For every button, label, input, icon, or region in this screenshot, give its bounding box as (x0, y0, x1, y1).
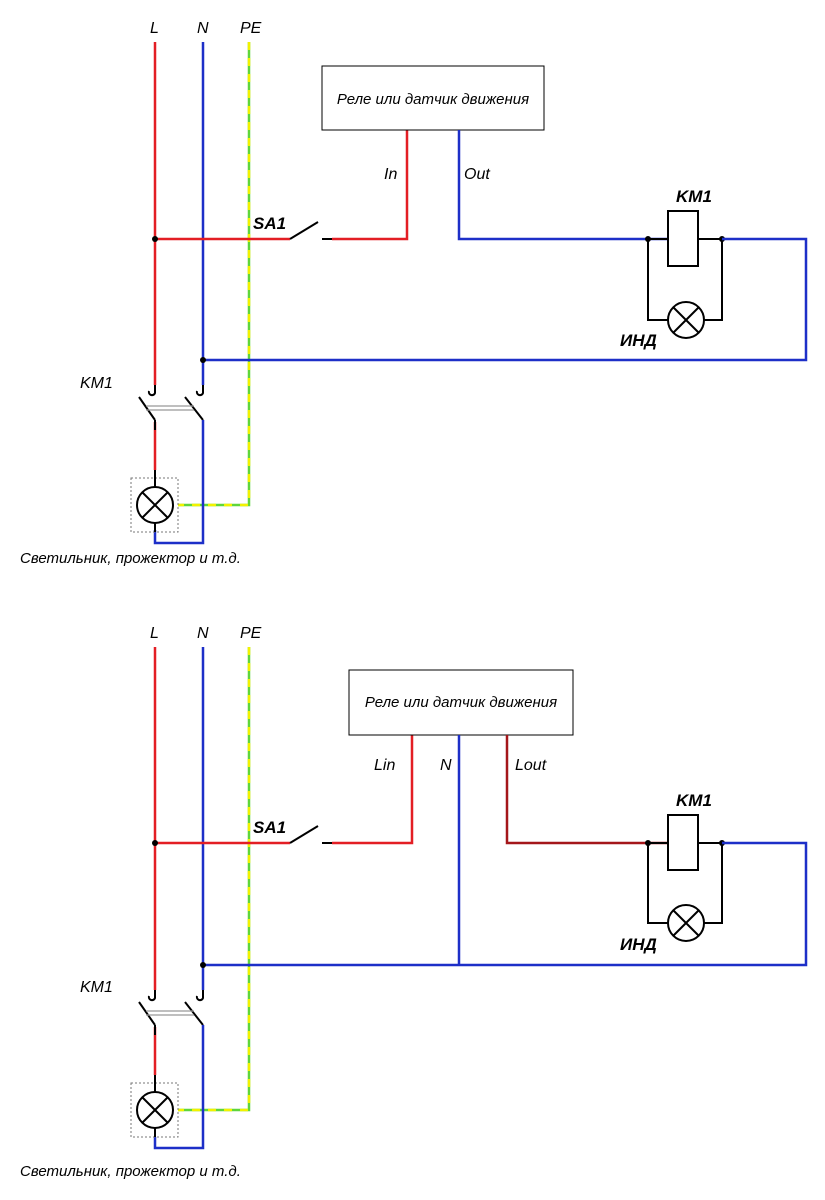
bus-label-pe: PE (240, 20, 262, 37)
relay-lout-label: Lout (515, 757, 547, 774)
contact-blade-l (138, 396, 156, 421)
contact-hook-l (147, 990, 156, 1002)
contactor-label: KM1 (80, 979, 113, 996)
mechanical-link (146, 405, 194, 411)
indicator-label: ИНД (620, 935, 657, 954)
output-wire (505, 735, 668, 845)
lamp-load-cross (141, 491, 169, 519)
load-caption: Светильник, прожектор и т.д. (20, 550, 241, 567)
junction-dot (200, 357, 206, 363)
load-caption: Светильник, прожектор и т.д. (20, 1163, 241, 1180)
contact-blade-n (184, 396, 204, 421)
contact-hook-l (147, 385, 156, 397)
lamp-load-cross (141, 1096, 169, 1124)
bus-label-l: L (150, 20, 159, 37)
coil-label: KM1 (676, 791, 712, 810)
neutral-wire (203, 237, 808, 362)
coil-km1 (667, 210, 699, 267)
bus-label-l: L (150, 625, 159, 642)
neutral-wire (203, 841, 808, 967)
junction-dot (645, 840, 651, 846)
junction-dot (645, 236, 651, 242)
switch-sa1 (289, 825, 319, 844)
relay-out-label: Out (464, 166, 490, 183)
relay-box (321, 65, 545, 131)
contact-blade-n (184, 1001, 204, 1026)
diagram-relay-in-out: L N PE SA1 Реле или датчик движения In O… (20, 20, 808, 567)
indicator-label: ИНД (620, 331, 657, 350)
switch-label: SA1 (253, 818, 286, 837)
bus-label-pe: PE (240, 625, 262, 642)
indicator-lamp-cross (672, 909, 700, 937)
pe-wire-stripe (178, 42, 251, 507)
bus-label-n: N (197, 625, 209, 642)
relay-box-label: Реле или датчик движения (365, 694, 557, 711)
phase-wire (332, 735, 414, 845)
mechanical-link (146, 1010, 194, 1016)
pe-wire-stripe (178, 647, 251, 1112)
contact-blade-l (138, 1001, 156, 1026)
relay-lin-label: Lin (374, 757, 395, 774)
relay-box-label: Реле или датчик движения (337, 91, 529, 108)
coil-label: KM1 (676, 187, 712, 206)
contactor-label: KM1 (80, 375, 113, 392)
indicator-lamp-cross (672, 306, 700, 334)
coil-km1 (667, 814, 699, 871)
neutral-wire (153, 420, 205, 545)
indicator-branch (647, 239, 723, 321)
contact-hook-n (195, 385, 204, 397)
junction-dot (152, 840, 158, 846)
junction-dot (200, 962, 206, 968)
pe-wire (178, 42, 251, 507)
relay-in-label: In (384, 166, 397, 183)
switch-sa1 (289, 221, 319, 240)
neutral-wire (153, 1025, 205, 1150)
relay-box (348, 669, 574, 736)
pe-wire (178, 647, 251, 1112)
indicator-branch (647, 843, 723, 924)
bus-label-n: N (197, 20, 209, 37)
contact-hook-n (195, 990, 204, 1002)
phase-wire (332, 130, 409, 241)
relay-n-label: N (440, 757, 452, 774)
output-wire (457, 130, 668, 241)
diagram-relay-lin-n-lout: L N PE SA1 Реле или датчик движения Lin … (20, 625, 808, 1180)
switch-label: SA1 (253, 214, 286, 233)
junction-dot (152, 236, 158, 242)
